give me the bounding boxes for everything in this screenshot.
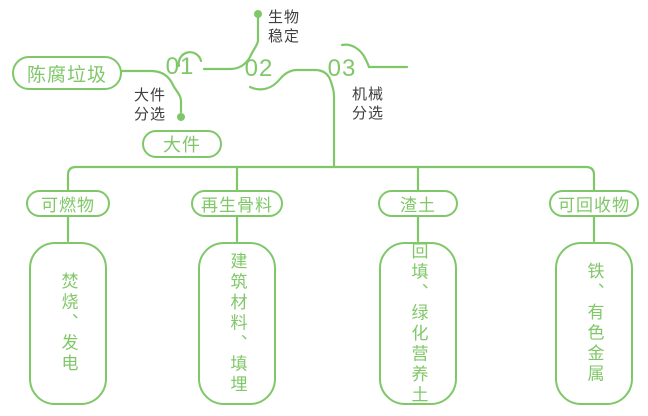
source-pill-aged-waste: 陈腐垃圾 — [12, 56, 122, 90]
result-box-incineration: 焚烧、发电 — [29, 242, 107, 405]
result-text: 回填、绿化营养土 — [408, 241, 428, 406]
line-source-to-01 — [120, 69, 183, 114]
category-label: 可回收物 — [558, 196, 630, 215]
category-pill-combustibles: 可燃物 — [26, 190, 110, 217]
step-label-bulky-sorting: 大件 分选 — [134, 87, 167, 123]
line-03-drop — [313, 68, 336, 169]
output-pill-large-item: 大件 — [142, 130, 222, 158]
category-pill-recycled-aggregate: 再生骨料 — [191, 190, 283, 217]
result-text: 铁、有色金属 — [584, 262, 604, 385]
step-number-02: 02 — [244, 55, 274, 82]
category-pill-recyclables: 可回收物 — [549, 190, 639, 217]
category-label: 渣土 — [400, 196, 436, 215]
category-pill-slag-soil: 渣土 — [378, 190, 458, 217]
category-label: 可燃物 — [41, 196, 95, 215]
distribution-rail — [66, 165, 596, 193]
large-item-label: 大件 — [163, 135, 201, 155]
node-dot-large-item-icon — [177, 113, 185, 121]
line-02-to-03 — [248, 68, 317, 91]
result-box-metals: 铁、有色金属 — [555, 242, 633, 405]
result-box-building-materials: 建筑材料、填埋 — [198, 242, 276, 405]
source-label: 陈腐垃圾 — [26, 64, 107, 86]
category-label: 再生骨料 — [201, 196, 273, 215]
hook-01-icon — [177, 51, 203, 68]
step-label-bio-stabilization: 生物 稳定 — [268, 9, 301, 45]
result-text: 建筑材料、填埋 — [227, 251, 247, 396]
result-text: 焚烧、发电 — [58, 272, 78, 375]
step-number-03: 03 — [327, 55, 357, 82]
line-riser-bio — [228, 16, 260, 71]
hook-03-icon — [340, 43, 409, 69]
node-dot-bio-icon — [254, 10, 262, 18]
step-label-mechanical-sorting: 机械 分选 — [352, 86, 385, 122]
step-number-01: 01 — [165, 53, 195, 80]
result-box-backfill: 回填、绿化营养土 — [379, 241, 457, 406]
